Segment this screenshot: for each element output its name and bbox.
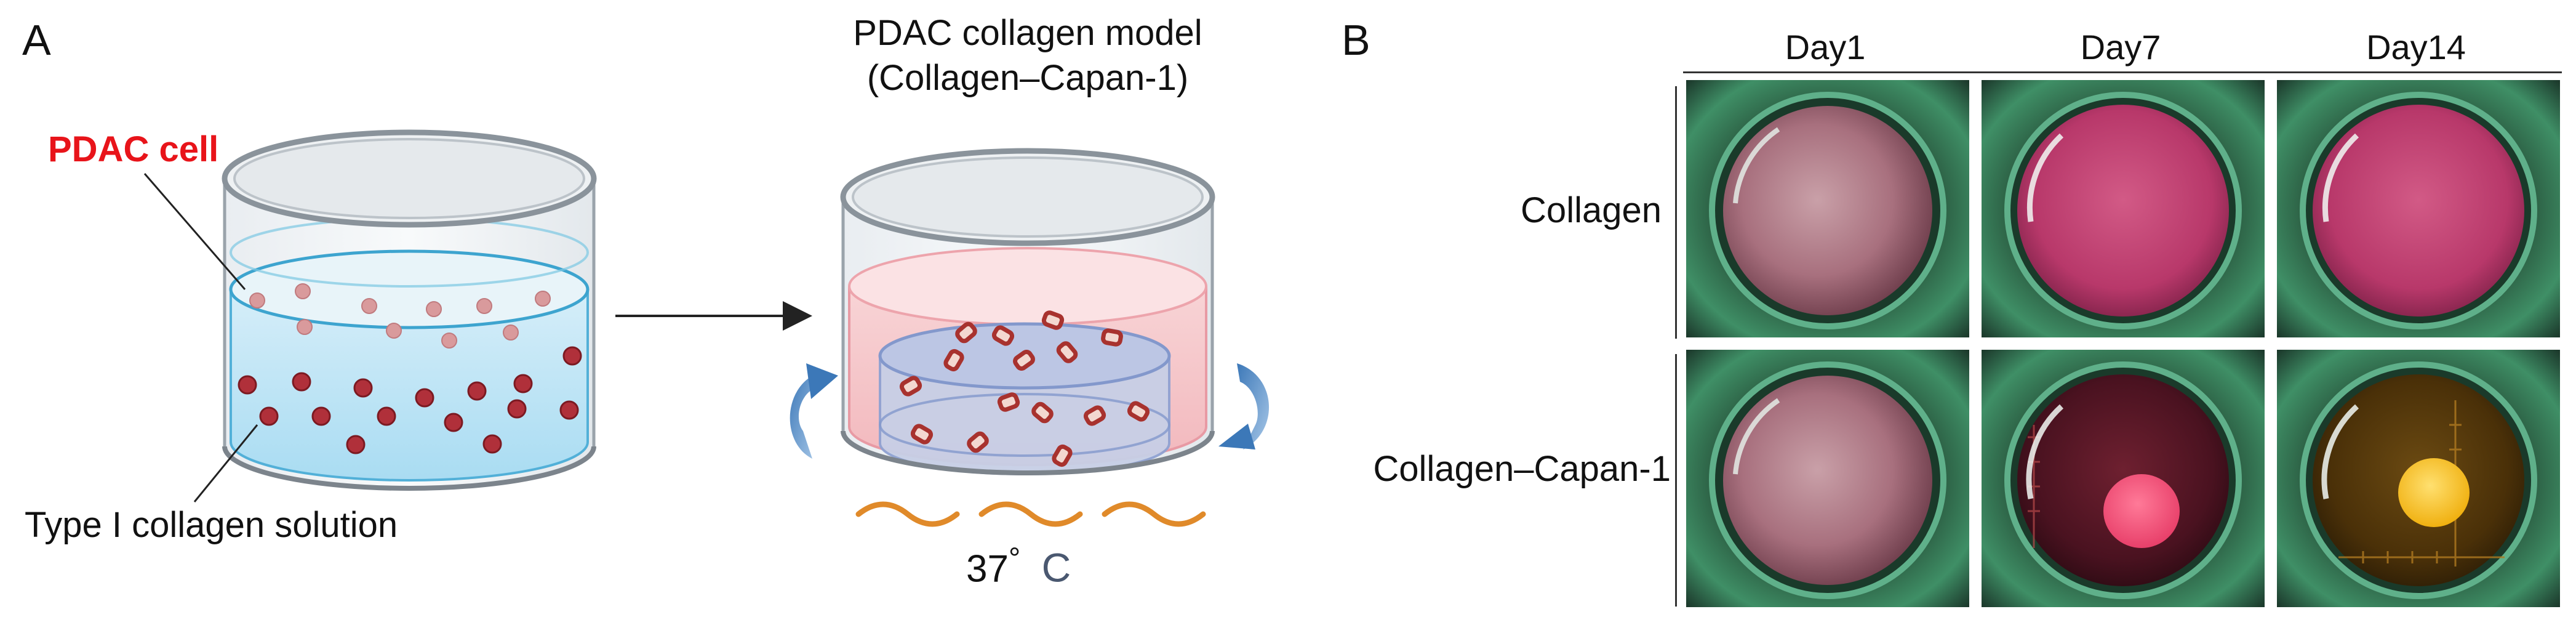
embedded-cells-right: [899, 310, 1150, 467]
temperature-number: 37: [966, 547, 1009, 591]
dish-right: [840, 148, 1215, 475]
row-bracket-collagen: [1675, 86, 1677, 339]
pink-gel-icon: [2103, 474, 2180, 548]
pdac-cell-label: PDAC cell: [48, 129, 219, 169]
temperature-degree: °: [1008, 542, 1021, 575]
panel-letter-b: B: [1342, 16, 1370, 64]
temperature-unit: C: [1041, 544, 1071, 591]
temperature-label: 37° C: [966, 542, 1071, 591]
well-collagen-day1: [1686, 80, 1969, 337]
row-label-collagen: Collagen: [1521, 190, 1662, 230]
well-capan1-day1: [1686, 350, 1969, 607]
model-title-line2: (Collagen–Capan-1): [866, 57, 1189, 98]
well-collagen-day14: [2277, 80, 2560, 337]
model-title-line1: PDAC collagen model: [853, 13, 1202, 53]
model-title: PDAC collagen model (Collagen–Capan-1): [794, 11, 1262, 100]
column-label-day7: Day7: [2080, 28, 2161, 67]
dish-left: [143, 129, 597, 502]
well-photo-grid: [1686, 80, 2560, 607]
rotation-arrow-right-icon: [1218, 363, 1270, 450]
rotation-arrow-left-icon: [790, 363, 838, 459]
heat-icon: [855, 501, 1206, 527]
suspended-cells-left: [238, 346, 582, 454]
surface-cells-left: [249, 283, 551, 349]
panel-a-diagram: [143, 129, 1270, 527]
yellow-gel-icon: [2398, 458, 2470, 527]
well-capan1-day7: [1982, 350, 2265, 607]
well-collagen-day7: [1982, 80, 2265, 337]
well-capan1-day14: [2277, 350, 2560, 607]
collagen-solution-label: Type I collagen solution: [25, 505, 398, 545]
column-label-day1: Day1: [1785, 28, 1866, 67]
panel-letter-a: A: [22, 16, 51, 64]
column-label-day14: Day14: [2366, 28, 2466, 67]
header-rule: [1683, 71, 2562, 73]
row-bracket-collagen-capan1: [1675, 354, 1677, 607]
row-label-collagen-capan1: Collagen–Capan-1: [1373, 449, 1671, 489]
